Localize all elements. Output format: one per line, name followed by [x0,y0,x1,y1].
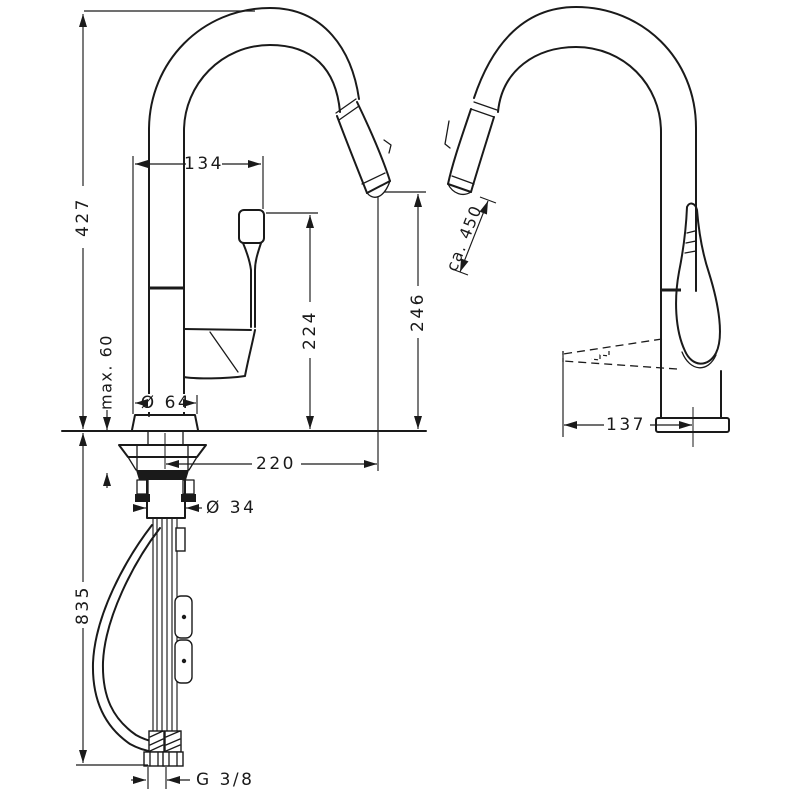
handle-housing [183,328,256,380]
dim-shank-diameter-label: Ø 34 [206,498,256,518]
side-view [61,7,427,767]
handle-blade-left [242,242,252,328]
dim-base-diameter-label: Ø 64 [141,393,191,413]
spray-head-clip [383,139,392,154]
spray-head-clip-2 [444,120,451,149]
hex-nut-right [162,751,184,767]
dim-outlet-height-label: 246 [408,292,428,332]
bolt-nut-right [181,494,196,502]
bolt-nut-left [135,494,150,502]
dim-overall-height-label: 427 [73,197,93,237]
handle-teardrop-rim [681,351,717,369]
pullout-hose-loop-outer [91,524,155,753]
dim-outlet-offset-label: 137 [606,415,646,435]
supply-hoses [152,518,178,731]
dim-hose-length-label: 835 [73,585,93,625]
arch-inner [497,46,662,292]
pullout-view [444,6,730,447]
handle-blade-ridges [684,230,697,254]
stem-below-deck [147,430,184,446]
hex-nut-left [143,751,165,767]
dim-thread-label: G 3/8 [196,770,254,790]
dim-spout-reach-label: 220 [256,454,296,474]
spray-head-left-edge [336,115,368,194]
gasket [136,470,189,480]
label-gap [144,394,194,412]
arch-outer [473,6,697,292]
docked-spray-dashed-top [562,338,663,355]
spray-head-face [366,180,391,194]
handle-knob [238,209,265,244]
spray-head-tip-2 [447,183,472,195]
handle-blade-right [254,242,262,328]
stabilizer-flange [118,444,207,458]
check-valve-upper-dot [181,614,187,620]
docked-spray-dashed-bottom [562,360,678,370]
spray-head-cap-line-2 [451,175,475,185]
spray-head-face-2 [447,183,472,193]
spray-head-left-edge-2 [447,108,472,185]
crimp-hatching [149,730,181,752]
threaded-shank [146,479,186,519]
spray-head-right-edge [356,101,391,182]
dim-mounting-thickness-label: max. 60 [97,334,116,410]
spray-head-right-edge-2 [470,116,495,193]
spray-head-cap-line [361,172,386,185]
ext-thread [147,767,167,789]
spout-arch-outer [148,7,360,417]
dim-ca450-ticks [451,196,497,276]
handle-teardrop [675,202,721,365]
dim-pullout-length-label: ca. 450 [442,202,486,274]
spray-head-tip [366,180,391,198]
escutcheon [131,414,199,431]
dimension-annotations: 427 835 134 max. 60 Ø 64 224 246 220 [73,10,692,790]
pullout-hose-loop-inner [101,527,161,743]
spout-arch-inner [183,44,341,416]
dim-ca450-line [459,200,489,273]
dim-top-reach-label: 134 [184,154,224,174]
spray-head-joint-2 [470,101,498,118]
hex-nut-facets [149,751,178,767]
dim-handle-height-label: 224 [300,310,320,350]
spray-head-joint [335,98,360,121]
clamp-cone [127,444,198,471]
hose-guide [175,527,186,552]
check-valve-lower-dot [181,658,187,664]
handle-housing-detail [209,331,239,373]
